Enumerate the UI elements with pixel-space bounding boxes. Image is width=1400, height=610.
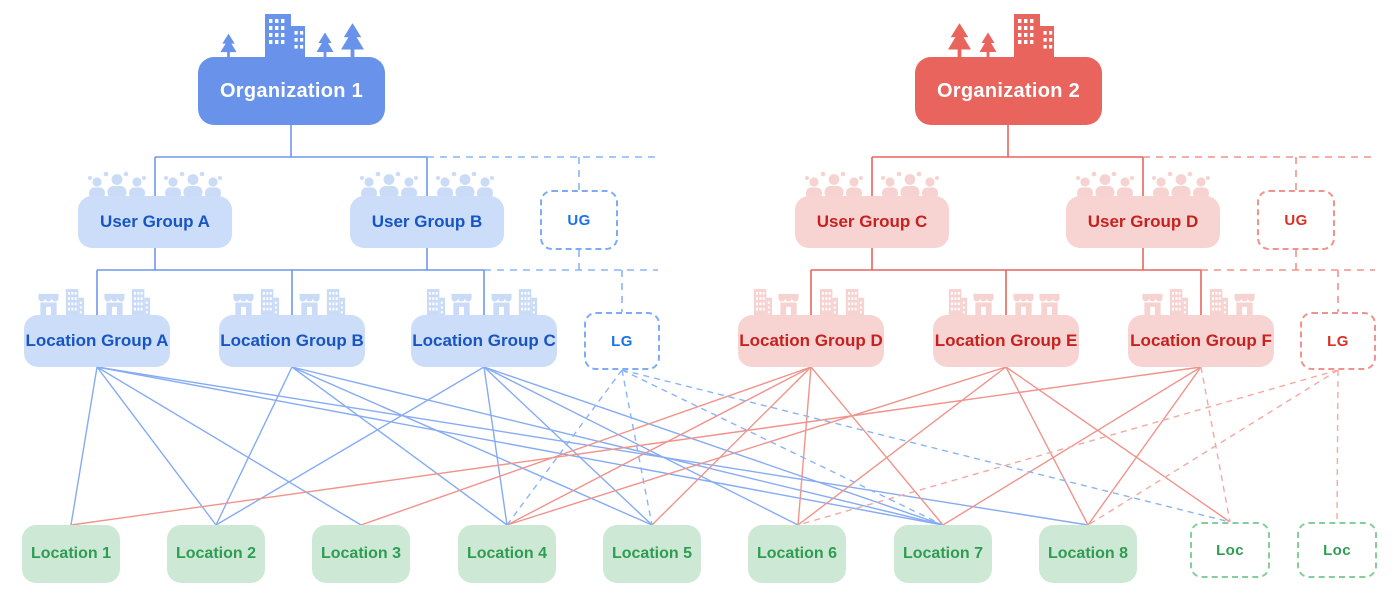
user-group-c-node: User Group C <box>795 196 949 248</box>
organization-1-node: Organization 1 <box>198 57 385 125</box>
location-group-b-node: Location Group B <box>219 315 365 367</box>
location-group-e-node: Location Group E <box>933 315 1079 367</box>
location-group-placeholder-node: LG <box>584 312 660 370</box>
location-group-c-node: Location Group C <box>411 315 557 367</box>
location-placeholder-node: Loc <box>1297 522 1377 578</box>
location-8-node: Location 8 <box>1039 525 1137 583</box>
location-group-a-node: Location Group A <box>24 315 170 367</box>
location-placeholder-node: Loc <box>1190 522 1270 578</box>
location-group-placeholder-node: LG <box>1300 312 1376 370</box>
user-group-placeholder-node: UG <box>1257 190 1335 250</box>
user-group-d-node: User Group D <box>1066 196 1220 248</box>
location-5-node: Location 5 <box>603 525 701 583</box>
location-group-d-node: Location Group D <box>738 315 884 367</box>
user-group-placeholder-node: UG <box>540 190 618 250</box>
location-7-node: Location 7 <box>894 525 992 583</box>
user-group-b-node: User Group B <box>350 196 504 248</box>
location-group-f-node: Location Group F <box>1128 315 1274 367</box>
user-group-a-node: User Group A <box>78 196 232 248</box>
location-2-node: Location 2 <box>167 525 265 583</box>
location-3-node: Location 3 <box>312 525 410 583</box>
location-4-node: Location 4 <box>458 525 556 583</box>
location-1-node: Location 1 <box>22 525 120 583</box>
organization-2-node: Organization 2 <box>915 57 1102 125</box>
location-6-node: Location 6 <box>748 525 846 583</box>
